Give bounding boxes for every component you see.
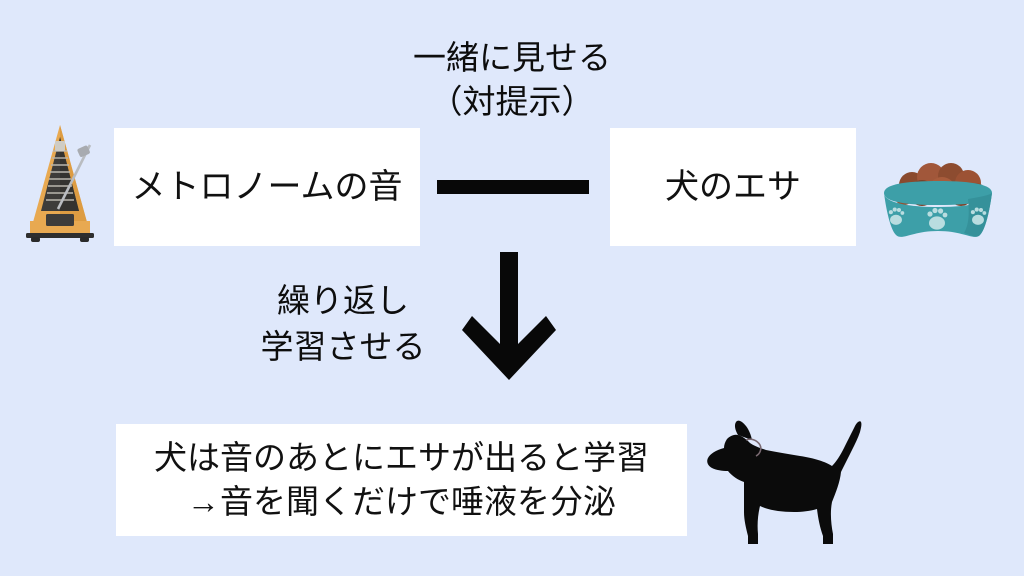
pairing-connector-line: [437, 180, 589, 194]
repetition-caption: 繰り返し 学習させる: [260, 282, 426, 365]
dog-silhouette-icon: [702, 416, 870, 546]
conditioning-result-box: 犬は音のあとにエサが出ると学習 →音を聞くだけで唾液を分泌: [116, 424, 687, 536]
down-arrow-icon: [462, 252, 556, 388]
conditioned-stimulus-label: メトロノームの音: [131, 167, 403, 206]
dog-food-bowl-icon: [868, 155, 1008, 251]
unconditioned-stimulus-box: 犬のエサ: [610, 128, 856, 246]
metronome-icon: [16, 121, 104, 245]
unconditioned-stimulus-label: 犬のエサ: [665, 167, 801, 206]
result-line-2: →音を聞くだけで唾液を分泌: [187, 483, 616, 520]
conditioned-stimulus-box: メトロノームの音: [114, 128, 420, 246]
pairing-caption: 一緒に見せる （対提示）: [413, 39, 611, 120]
result-line-1: 犬は音のあとにエサが出ると学習: [154, 438, 649, 476]
